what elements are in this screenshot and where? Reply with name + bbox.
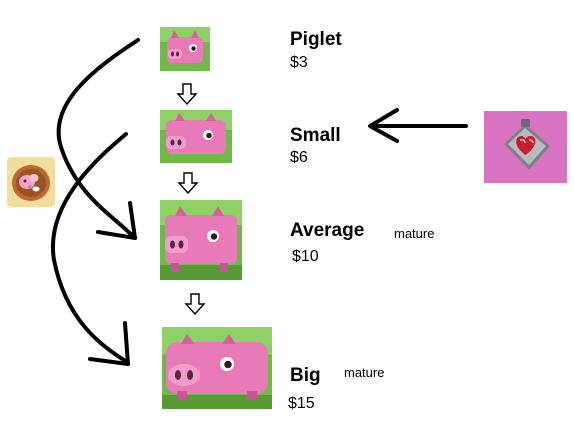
arrowhead-average	[96, 201, 137, 240]
curve-arrow-to-big	[50, 132, 129, 364]
piglet-icon	[160, 27, 210, 71]
arrowhead-small	[368, 108, 399, 143]
stage-name-piglet: Piglet	[290, 29, 342, 50]
stage-price-big: $15	[288, 395, 315, 412]
stage-name-small: Small	[290, 125, 341, 146]
arrowhead-big	[88, 321, 130, 366]
stage-note-big: mature	[344, 365, 385, 380]
stage-note-average: mature	[394, 226, 435, 241]
stage-name-big: Big	[290, 365, 321, 386]
average-pig-icon	[160, 200, 242, 280]
heart-meat-icon	[484, 111, 567, 183]
down-arrow-icon	[177, 172, 199, 194]
down-arrow-icon	[184, 293, 206, 315]
pig-feed-sack-icon	[7, 157, 55, 207]
down-arrow-icon	[176, 83, 198, 105]
stage-price-small: $6	[290, 149, 308, 166]
stage-price-average: $10	[292, 248, 319, 265]
curve-arrow-piglet-to-average	[56, 38, 140, 240]
small-pig-icon	[160, 110, 232, 163]
stage-price-piglet: $3	[290, 54, 308, 71]
big-pig-icon	[162, 327, 272, 409]
stage-name-average: Average	[290, 220, 365, 241]
